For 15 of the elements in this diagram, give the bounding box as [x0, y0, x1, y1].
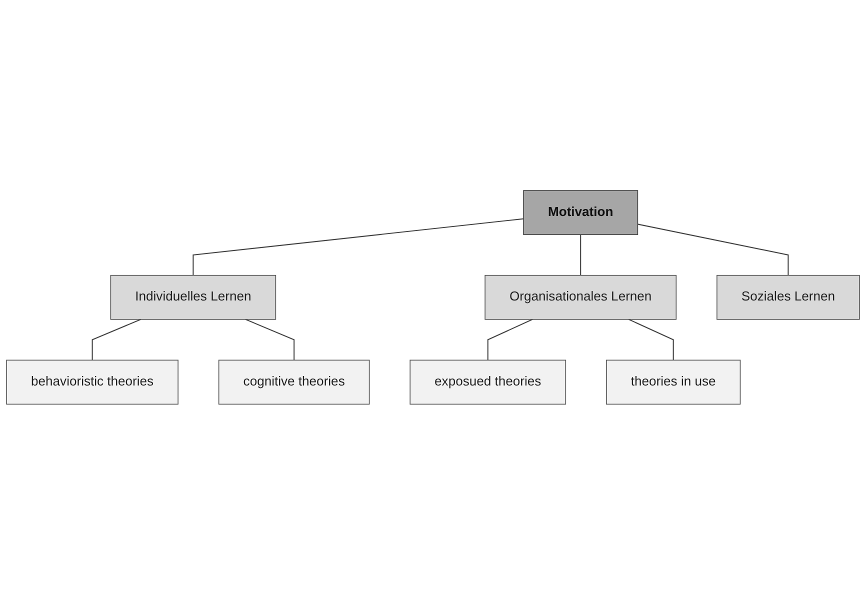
- node-box: theories in use: [606, 360, 741, 405]
- connector: [245, 319, 295, 360]
- node-box: Organisationales Lernen: [484, 275, 677, 320]
- node-box: behavioristic theories: [6, 360, 178, 405]
- node-box: Soziales Lernen: [716, 275, 860, 320]
- connector: [580, 234, 582, 276]
- node-box: cognitive theories: [218, 360, 370, 405]
- connector: [628, 319, 674, 360]
- connector: [192, 218, 524, 276]
- node-box: Motivation: [523, 190, 638, 236]
- node-box: exposued theories: [410, 360, 566, 405]
- connector: [487, 319, 533, 360]
- connector: [92, 319, 141, 360]
- node-box: Individuelles Lernen: [110, 275, 276, 320]
- connector: [638, 224, 789, 276]
